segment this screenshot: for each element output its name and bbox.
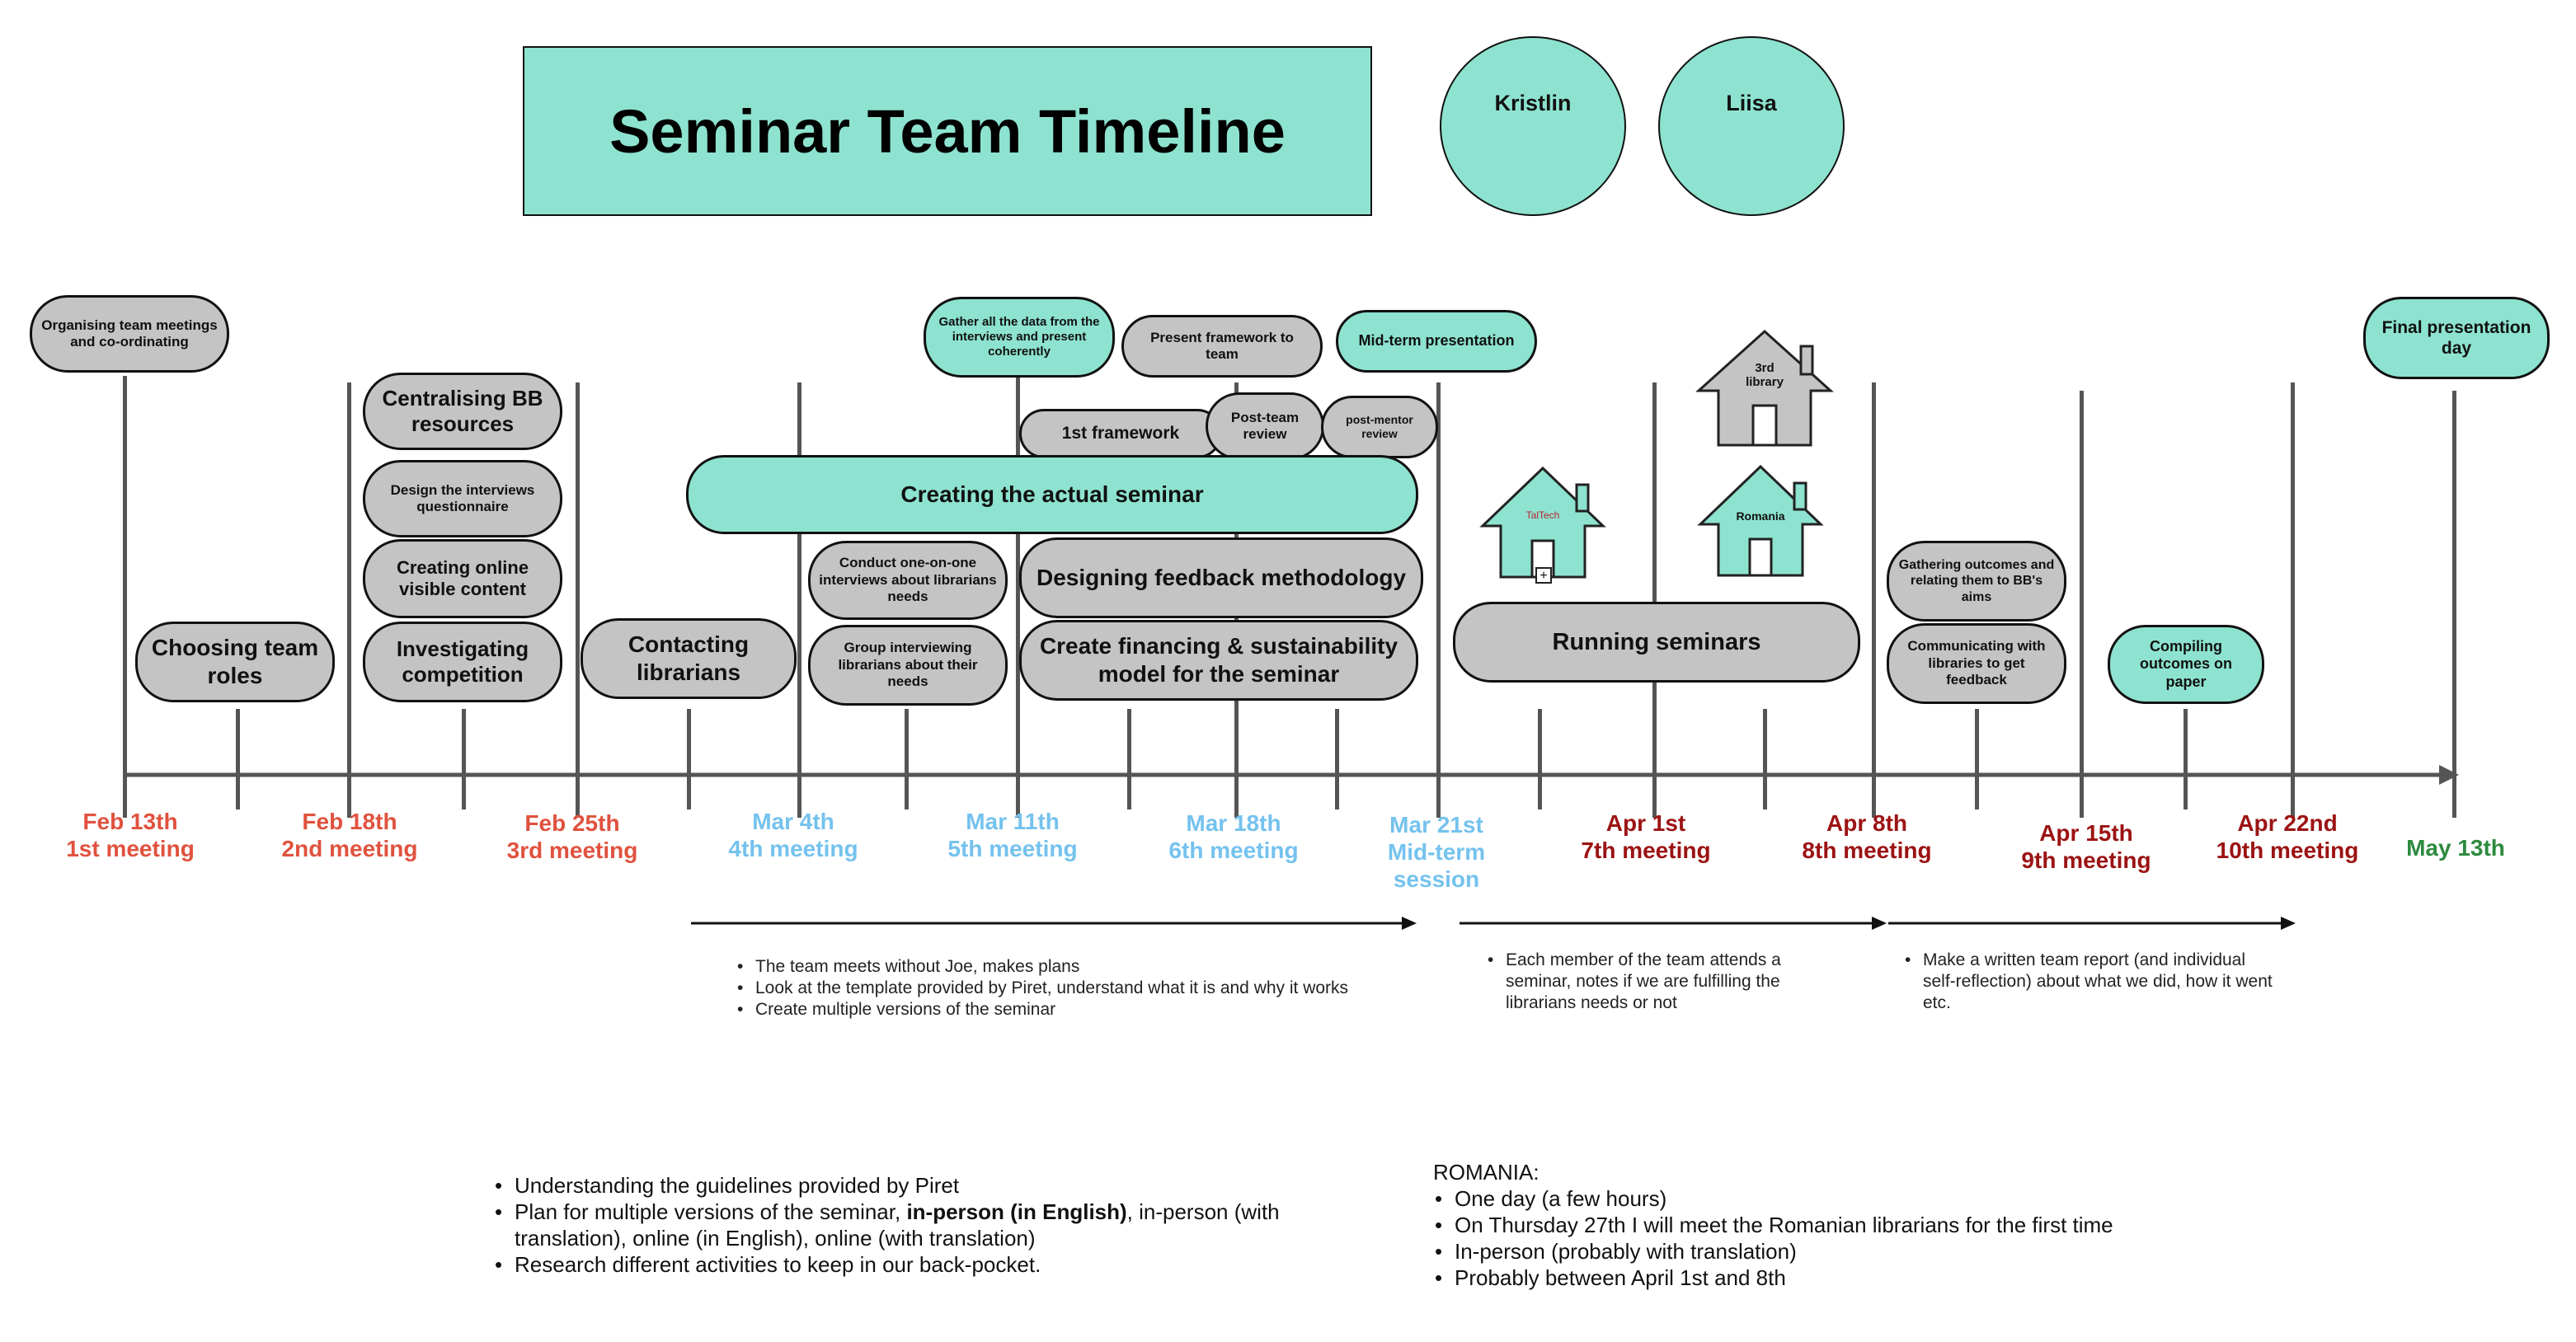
task-design-interviews: Design the interviews questionnaire: [363, 460, 562, 537]
person-circle-kristlin: Kristlin: [1440, 36, 1626, 216]
house-label-romania: Romania: [1736, 509, 1785, 523]
task-gathering-outcomes: Gathering outcomes and relating them to …: [1887, 541, 2066, 622]
tick-short: [905, 709, 909, 809]
task-creating-seminar: Creating the actual seminar: [686, 455, 1418, 534]
tick-long: [2080, 391, 2084, 818]
romania-notes: ROMANIA: One day (a few hours) On Thursd…: [1433, 1159, 2258, 1291]
note-item: Each member of the team attends a semina…: [1488, 950, 1817, 1014]
task-contacting: Contacting librarians: [581, 618, 797, 699]
romania-item: In-person (probably with translation): [1433, 1238, 2258, 1265]
tick-short: [2183, 709, 2188, 809]
task-conduct-interviews: Conduct one-on-one interviews about libr…: [808, 541, 1008, 620]
task-centralising: Centralising BB resources: [363, 373, 562, 450]
task-first-framework: 1st framework: [1019, 409, 1222, 458]
note-item: Look at the template provided by Piret, …: [737, 978, 1413, 999]
house-label-taltech: TalTech: [1525, 509, 1560, 521]
tick-long: [347, 382, 351, 818]
task-post-mentor-review: post-mentor review: [1321, 396, 1438, 458]
note-item: The team meets without Joe, makes plans: [737, 956, 1413, 978]
tick-short: [236, 709, 240, 809]
task-create-financing: Create financing & sustainability model …: [1019, 620, 1418, 701]
phase3-notes: Make a written team report (and individu…: [1905, 950, 2276, 1014]
house-label-third-library: 3rd library: [1746, 361, 1784, 389]
person-name: Liisa: [1726, 91, 1777, 115]
tick-short: [462, 709, 466, 809]
tick-long: [1872, 382, 1876, 818]
task-group-interviewing: Group interviewing librarians about thei…: [808, 625, 1008, 706]
tick-short: [1538, 709, 1542, 809]
task-investigating: Investigating competition: [363, 622, 562, 702]
tick-long: [1652, 382, 1657, 818]
romania-item: One day (a few hours): [1433, 1185, 2258, 1212]
task-gather-data: Gather all the data from the interviews …: [924, 297, 1115, 378]
task-online-content: Creating online visible content: [363, 539, 562, 618]
tick-short: [1335, 709, 1339, 809]
tick-long: [2291, 382, 2295, 818]
task-midterm-presentation: Mid-term presentation: [1336, 310, 1537, 373]
tick-long: [123, 376, 127, 818]
guideline-item: Understanding the guidelines provided by…: [493, 1172, 1326, 1199]
tick-short: [1763, 709, 1767, 809]
tick-long: [1016, 369, 1020, 818]
tick-long: [1436, 382, 1441, 818]
task-present-framework: Present framework to team: [1121, 315, 1323, 378]
house-icon-romania: [1697, 464, 1824, 577]
note-item: Create multiple versions of the seminar: [737, 999, 1413, 1021]
tick-long: [2452, 391, 2456, 818]
tick-short: [687, 709, 691, 809]
task-post-team-review: Post-team review: [1206, 392, 1324, 460]
tick-short: [1975, 709, 1979, 809]
title-box: Seminar Team Timeline: [523, 46, 1372, 216]
milestone-label: May 13th: [2406, 835, 2505, 861]
task-communicating: Communicating with libraries to get feed…: [1887, 623, 2066, 704]
romania-heading: ROMANIA:: [1433, 1160, 1539, 1185]
house-icon-third-library: [1695, 329, 1834, 447]
person-name: Kristlin: [1494, 91, 1572, 115]
tick-short: [1127, 709, 1131, 809]
task-designing-feedback: Designing feedback methodology: [1019, 537, 1423, 618]
phase2-notes: Each member of the team attends a semina…: [1488, 950, 1817, 1014]
phase1-notes: The team meets without Joe, makes plans …: [737, 956, 1413, 1021]
expand-icon[interactable]: +: [1535, 567, 1552, 584]
task-organising: Organising team meetings and co-ordinati…: [30, 295, 229, 373]
romania-item: On Thursday 27th I will meet the Romania…: [1433, 1212, 2258, 1238]
task-running-seminars: Running seminars: [1453, 602, 1860, 683]
guideline-item: Research different activities to keep in…: [493, 1251, 1326, 1278]
task-compiling: Compiling outcomes on paper: [2108, 625, 2264, 704]
person-circle-liisa: Liisa: [1658, 36, 1845, 216]
task-final-presentation: Final presentation day: [2363, 297, 2550, 379]
house-icon-taltech: [1479, 466, 1606, 579]
guidelines-list: Understanding the guidelines provided by…: [493, 1172, 1326, 1278]
tick-long: [576, 382, 580, 818]
tick-long: [797, 382, 801, 818]
page-title: Seminar Team Timeline: [609, 96, 1286, 166]
romania-item: Probably between April 1st and 8th: [1433, 1265, 2258, 1291]
guideline-item: Plan for multiple versions of the semina…: [493, 1199, 1326, 1251]
note-item: Make a written team report (and individu…: [1905, 950, 2276, 1014]
task-choosing-roles: Choosing team roles: [135, 622, 335, 702]
